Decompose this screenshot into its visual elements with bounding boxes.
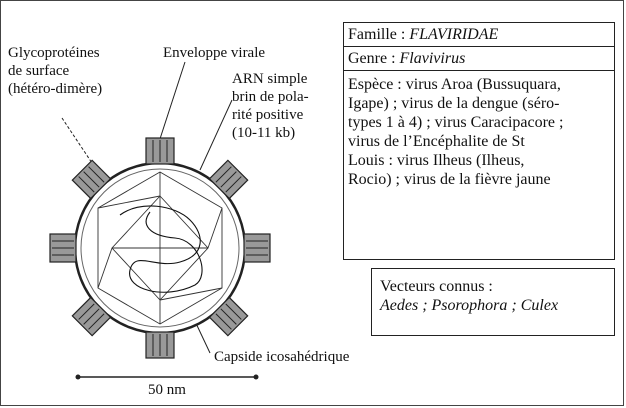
scale-bar bbox=[76, 375, 259, 380]
rna-label-line: (10-11 kb) bbox=[232, 124, 309, 142]
classification-box: Famille : FLAVIRIDAE Genre : Flavivirus … bbox=[343, 22, 615, 260]
species-line: Igape) ; virus de la dengue (séro- bbox=[348, 94, 610, 113]
glycoprotein-label: Glycoprotéines de surface (hétéro-dimère… bbox=[8, 44, 102, 98]
species-line: types 1 à 4) ; virus Caracipacore ; bbox=[348, 113, 610, 132]
genus-value: Flavivirus bbox=[400, 50, 466, 67]
rna-label-line: ARN simple bbox=[232, 70, 309, 88]
species-line: Louis : virus Ilheus (Ilheus, bbox=[348, 151, 610, 170]
vectors-box: Vecteurs connus : Aedes ; Psorophora ; C… bbox=[371, 268, 615, 336]
glycoprotein-spike bbox=[50, 234, 76, 262]
family-row: Famille : FLAVIRIDAE bbox=[344, 23, 614, 47]
vectors-list: Aedes ; Psorophora ; Culex bbox=[380, 296, 606, 315]
family-value: FLAVIRIDAE bbox=[409, 26, 498, 43]
vectors-title: Vecteurs connus : bbox=[380, 277, 606, 296]
rna-label-line: brin de pola- bbox=[232, 88, 309, 106]
rna-label-line: rité positive bbox=[232, 106, 309, 124]
glyco-leader-line bbox=[62, 118, 94, 166]
glycoprotein-spike bbox=[244, 234, 270, 262]
genus-label: Genre : bbox=[348, 50, 400, 67]
glycoprotein-spike bbox=[146, 332, 174, 358]
glycoprotein-label-line: de surface bbox=[8, 62, 102, 80]
scale-label: 50 nm bbox=[148, 381, 186, 399]
capsid-label: Capside icosahédrique bbox=[214, 348, 349, 366]
rna-label: ARN simple brin de pola- rité positive (… bbox=[232, 70, 309, 142]
envelope-label: Enveloppe virale bbox=[163, 44, 265, 62]
species-line: Espèce : virus Aroa (Bussuquara, bbox=[348, 75, 610, 94]
species-block: Espèce : virus Aroa (Bussuquara, Igape) … bbox=[344, 71, 614, 191]
glycoprotein-spike bbox=[146, 138, 174, 164]
rna-leader-line bbox=[200, 100, 232, 170]
envelope-leader-line bbox=[158, 62, 185, 145]
species-line: virus de l’Encéphalite de St bbox=[348, 132, 610, 151]
glycoprotein-label-line: (hétéro-dimère) bbox=[8, 80, 102, 98]
species-line: Rocio) ; virus de la fièvre jaune bbox=[348, 170, 610, 189]
genus-row: Genre : Flavivirus bbox=[344, 47, 614, 71]
glycoprotein-label-line: Glycoprotéines bbox=[8, 44, 102, 62]
family-label: Famille : bbox=[348, 26, 409, 43]
